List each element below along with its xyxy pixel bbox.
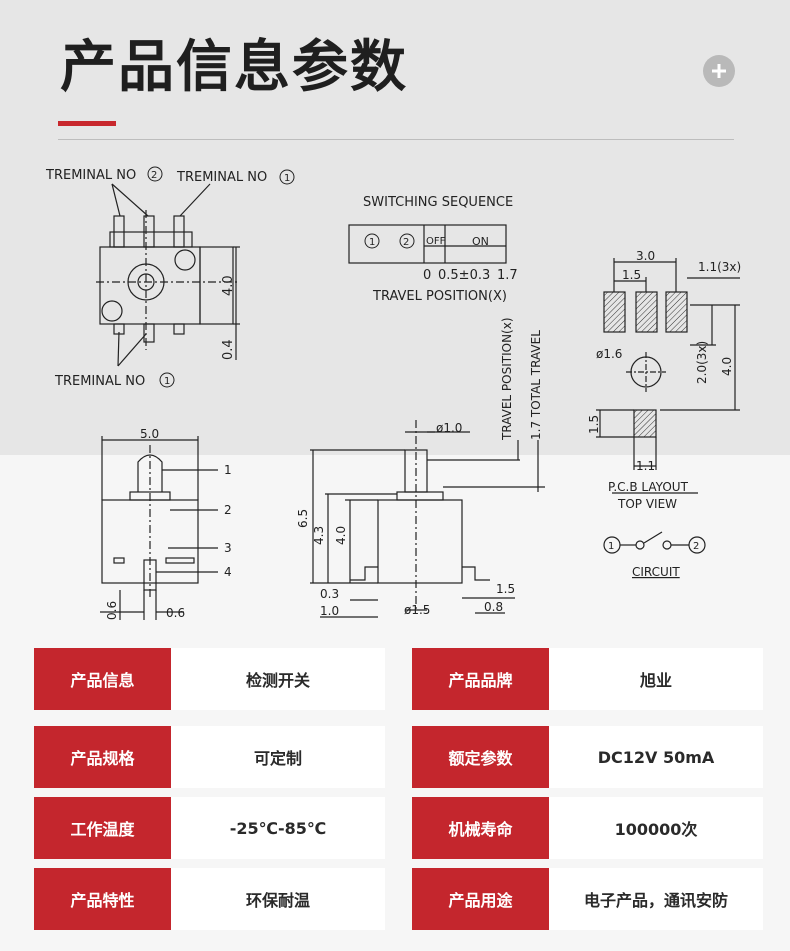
dim-2-0-3x: 2.0(3x) bbox=[695, 341, 709, 384]
dim-6-5: 6.5 bbox=[296, 509, 310, 528]
spec-table: 产品信息 检测开关 产品品牌 旭业 产品规格 可定制 额定参数 DC12V 50… bbox=[0, 648, 790, 938]
travel-0: 0 bbox=[423, 268, 431, 283]
travel-1-7: 1.7 bbox=[497, 268, 518, 283]
seq-on: ON bbox=[472, 235, 489, 248]
spec-label: 产品用途 bbox=[412, 868, 549, 930]
spec-label: 额定参数 bbox=[412, 726, 549, 788]
dim-1-1-bottom: 1.1 bbox=[636, 459, 655, 473]
spec-value: 100000次 bbox=[549, 797, 763, 859]
spec-label: 机械寿命 bbox=[412, 797, 549, 859]
top-view-label: TOP VIEW bbox=[617, 497, 677, 511]
seq-circle-one: 1 bbox=[369, 237, 375, 248]
label-terminal-no2: TREMINAL NO bbox=[45, 168, 136, 183]
label-terminal-no1-bottom: TREMINAL NO bbox=[54, 374, 145, 389]
dim-5-0: 5.0 bbox=[140, 427, 159, 441]
top-band bbox=[0, 0, 790, 455]
spec-label: 产品品牌 bbox=[412, 648, 549, 710]
spec-value: 环保耐温 bbox=[171, 868, 385, 930]
spec-value: 检测开关 bbox=[171, 648, 385, 710]
dim-4-0-front: 4.0 bbox=[334, 526, 348, 545]
circle-two: 2 bbox=[151, 170, 157, 181]
spec-label: 工作温度 bbox=[34, 797, 171, 859]
dim-phi-1-0: ø1.0 bbox=[436, 421, 462, 435]
dim-4-0-side: 4.0 bbox=[221, 275, 236, 296]
callout-4: 4 bbox=[224, 565, 232, 579]
label-terminal-no1-top: TREMINAL NO bbox=[176, 170, 267, 185]
spec-row: 工作温度 -25℃-85℃ 机械寿命 100000次 bbox=[0, 797, 790, 859]
plus-icon bbox=[712, 64, 726, 78]
travel-0-5: 0.5±0.3 bbox=[438, 268, 490, 283]
spec-value: -25℃-85℃ bbox=[171, 797, 385, 859]
seq-circle-two: 2 bbox=[403, 237, 409, 248]
dim-1-0: 1.0 bbox=[320, 604, 339, 618]
dim-1-5-right: 1.5 bbox=[496, 582, 515, 596]
dim-1-5-top: 1.5 bbox=[622, 268, 641, 282]
spec-value: DC12V 50mA bbox=[549, 726, 763, 788]
switching-sequence-label: SWITCHING SEQUENCE bbox=[363, 195, 513, 210]
callout-2: 2 bbox=[224, 503, 232, 517]
spec-label: 产品特性 bbox=[34, 868, 171, 930]
dim-1-5-side: 1.5 bbox=[587, 415, 601, 434]
total-travel-label: 1.7 TOTAL TRAVEL bbox=[529, 330, 543, 440]
dim-phi-1-5: ø1.5 bbox=[404, 603, 430, 617]
spec-label: 产品规格 bbox=[34, 726, 171, 788]
circle-one-top: 1 bbox=[284, 173, 290, 184]
spec-row: 产品特性 环保耐温 产品用途 电子产品，通讯安防 bbox=[0, 868, 790, 930]
dim-4-3: 4.3 bbox=[312, 526, 326, 545]
dim-1-1-3x: 1.1(3x) bbox=[698, 260, 741, 274]
seq-off: OFF bbox=[426, 236, 446, 247]
page-title: 产品信息参数 bbox=[60, 35, 408, 100]
dim-0-8: 0.8 bbox=[484, 600, 503, 614]
dim-0-4: 0.4 bbox=[221, 339, 236, 360]
circuit-circle-one: 1 bbox=[608, 541, 614, 552]
travel-position-x-label: TRAVEL POSITION(x) bbox=[500, 317, 514, 441]
dim-phi-1-6: ø1.6 bbox=[596, 347, 622, 361]
spec-value: 电子产品，通讯安防 bbox=[549, 868, 763, 930]
dim-0-6-b: 0.6 bbox=[166, 606, 185, 620]
spec-label: 产品信息 bbox=[34, 648, 171, 710]
dim-4-0-pcb: 4.0 bbox=[720, 357, 734, 376]
dim-0-3: 0.3 bbox=[320, 587, 339, 601]
technical-drawing: TREMINAL NO 2 TREMINAL NO 1 TREMINAL NO … bbox=[45, 166, 741, 620]
circuit-label: CIRCUIT bbox=[632, 565, 680, 579]
callout-3: 3 bbox=[224, 541, 232, 555]
pcb-layout-label: P.C.B LAYOUT bbox=[608, 480, 689, 494]
spec-value: 旭业 bbox=[549, 648, 763, 710]
circuit-circle-two: 2 bbox=[693, 541, 699, 552]
spec-row: 产品规格 可定制 额定参数 DC12V 50mA bbox=[0, 726, 790, 788]
circle-one-bottom: 1 bbox=[164, 376, 170, 387]
spec-value: 可定制 bbox=[171, 726, 385, 788]
title-accent-bar bbox=[58, 121, 116, 126]
dim-3-0: 3.0 bbox=[636, 249, 655, 263]
travel-position-label: TRAVEL POSITION(X) bbox=[372, 289, 507, 304]
callout-1: 1 bbox=[224, 463, 232, 477]
expand-button[interactable] bbox=[703, 55, 735, 87]
spec-row: 产品信息 检测开关 产品品牌 旭业 bbox=[0, 648, 790, 710]
dim-0-6-a: 0.6 bbox=[105, 601, 119, 620]
title-divider bbox=[58, 139, 734, 140]
